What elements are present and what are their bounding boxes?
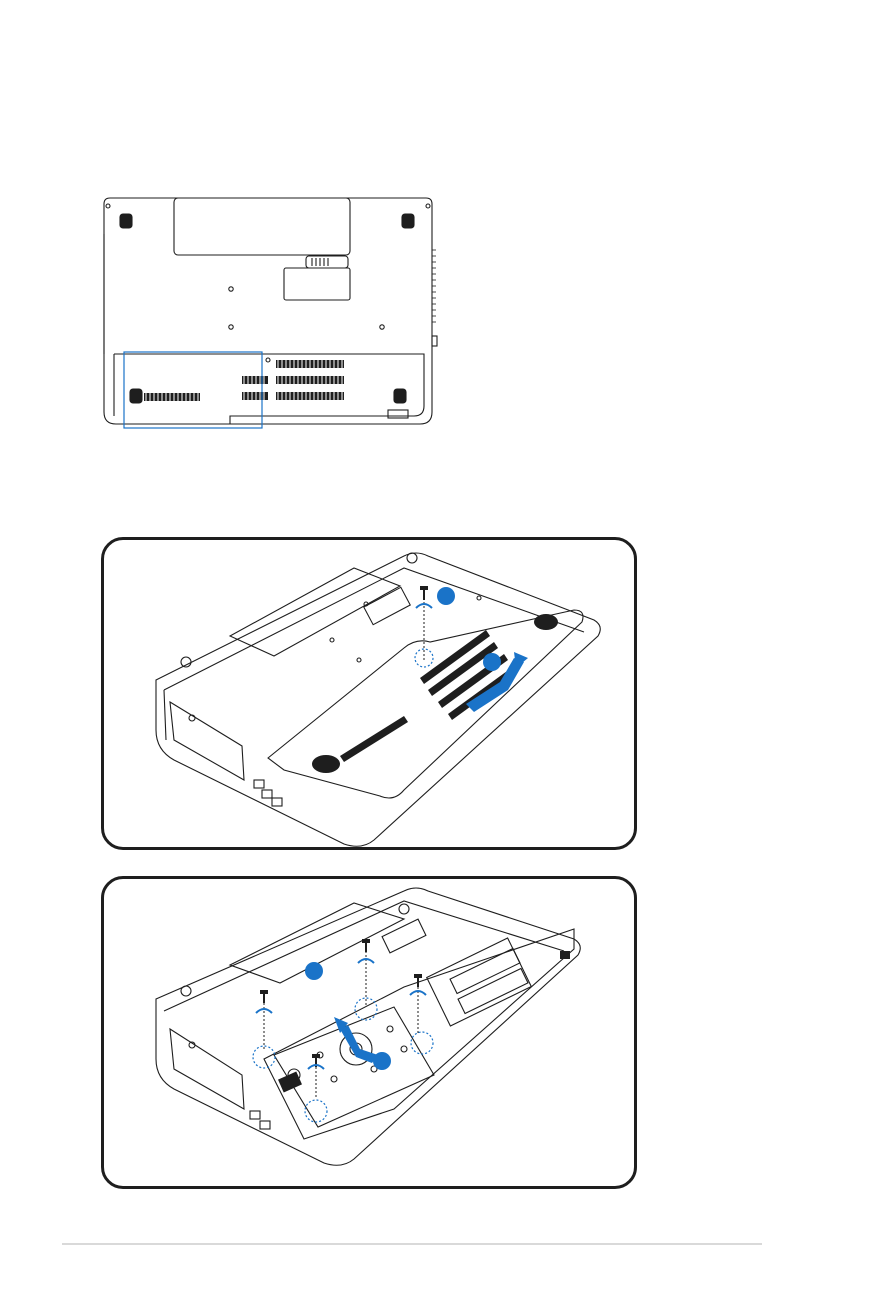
remove-hard-disk-panel bbox=[101, 876, 637, 1189]
laptop-bottom-illustration bbox=[103, 197, 438, 429]
step-1-marker bbox=[437, 587, 455, 605]
laptop-bottom-overview-figure bbox=[100, 194, 440, 432]
remove-cover-illustration bbox=[155, 552, 601, 847]
footer-rule bbox=[62, 1243, 762, 1245]
step-2-marker bbox=[483, 653, 501, 671]
rotate-arrow-icon bbox=[255, 958, 427, 1070]
remove-compartment-cover-panel bbox=[101, 537, 637, 850]
step-1-marker bbox=[305, 962, 323, 980]
lift-arrow-icon bbox=[466, 652, 528, 712]
screw-icon bbox=[414, 586, 434, 668]
slide-arrow-icon bbox=[334, 1017, 378, 1063]
hard-disk-compartment-highlight bbox=[123, 351, 263, 429]
remove-hdd-illustration bbox=[155, 887, 581, 1166]
step-2-marker bbox=[373, 1052, 391, 1070]
screw-icon bbox=[260, 939, 422, 1067]
